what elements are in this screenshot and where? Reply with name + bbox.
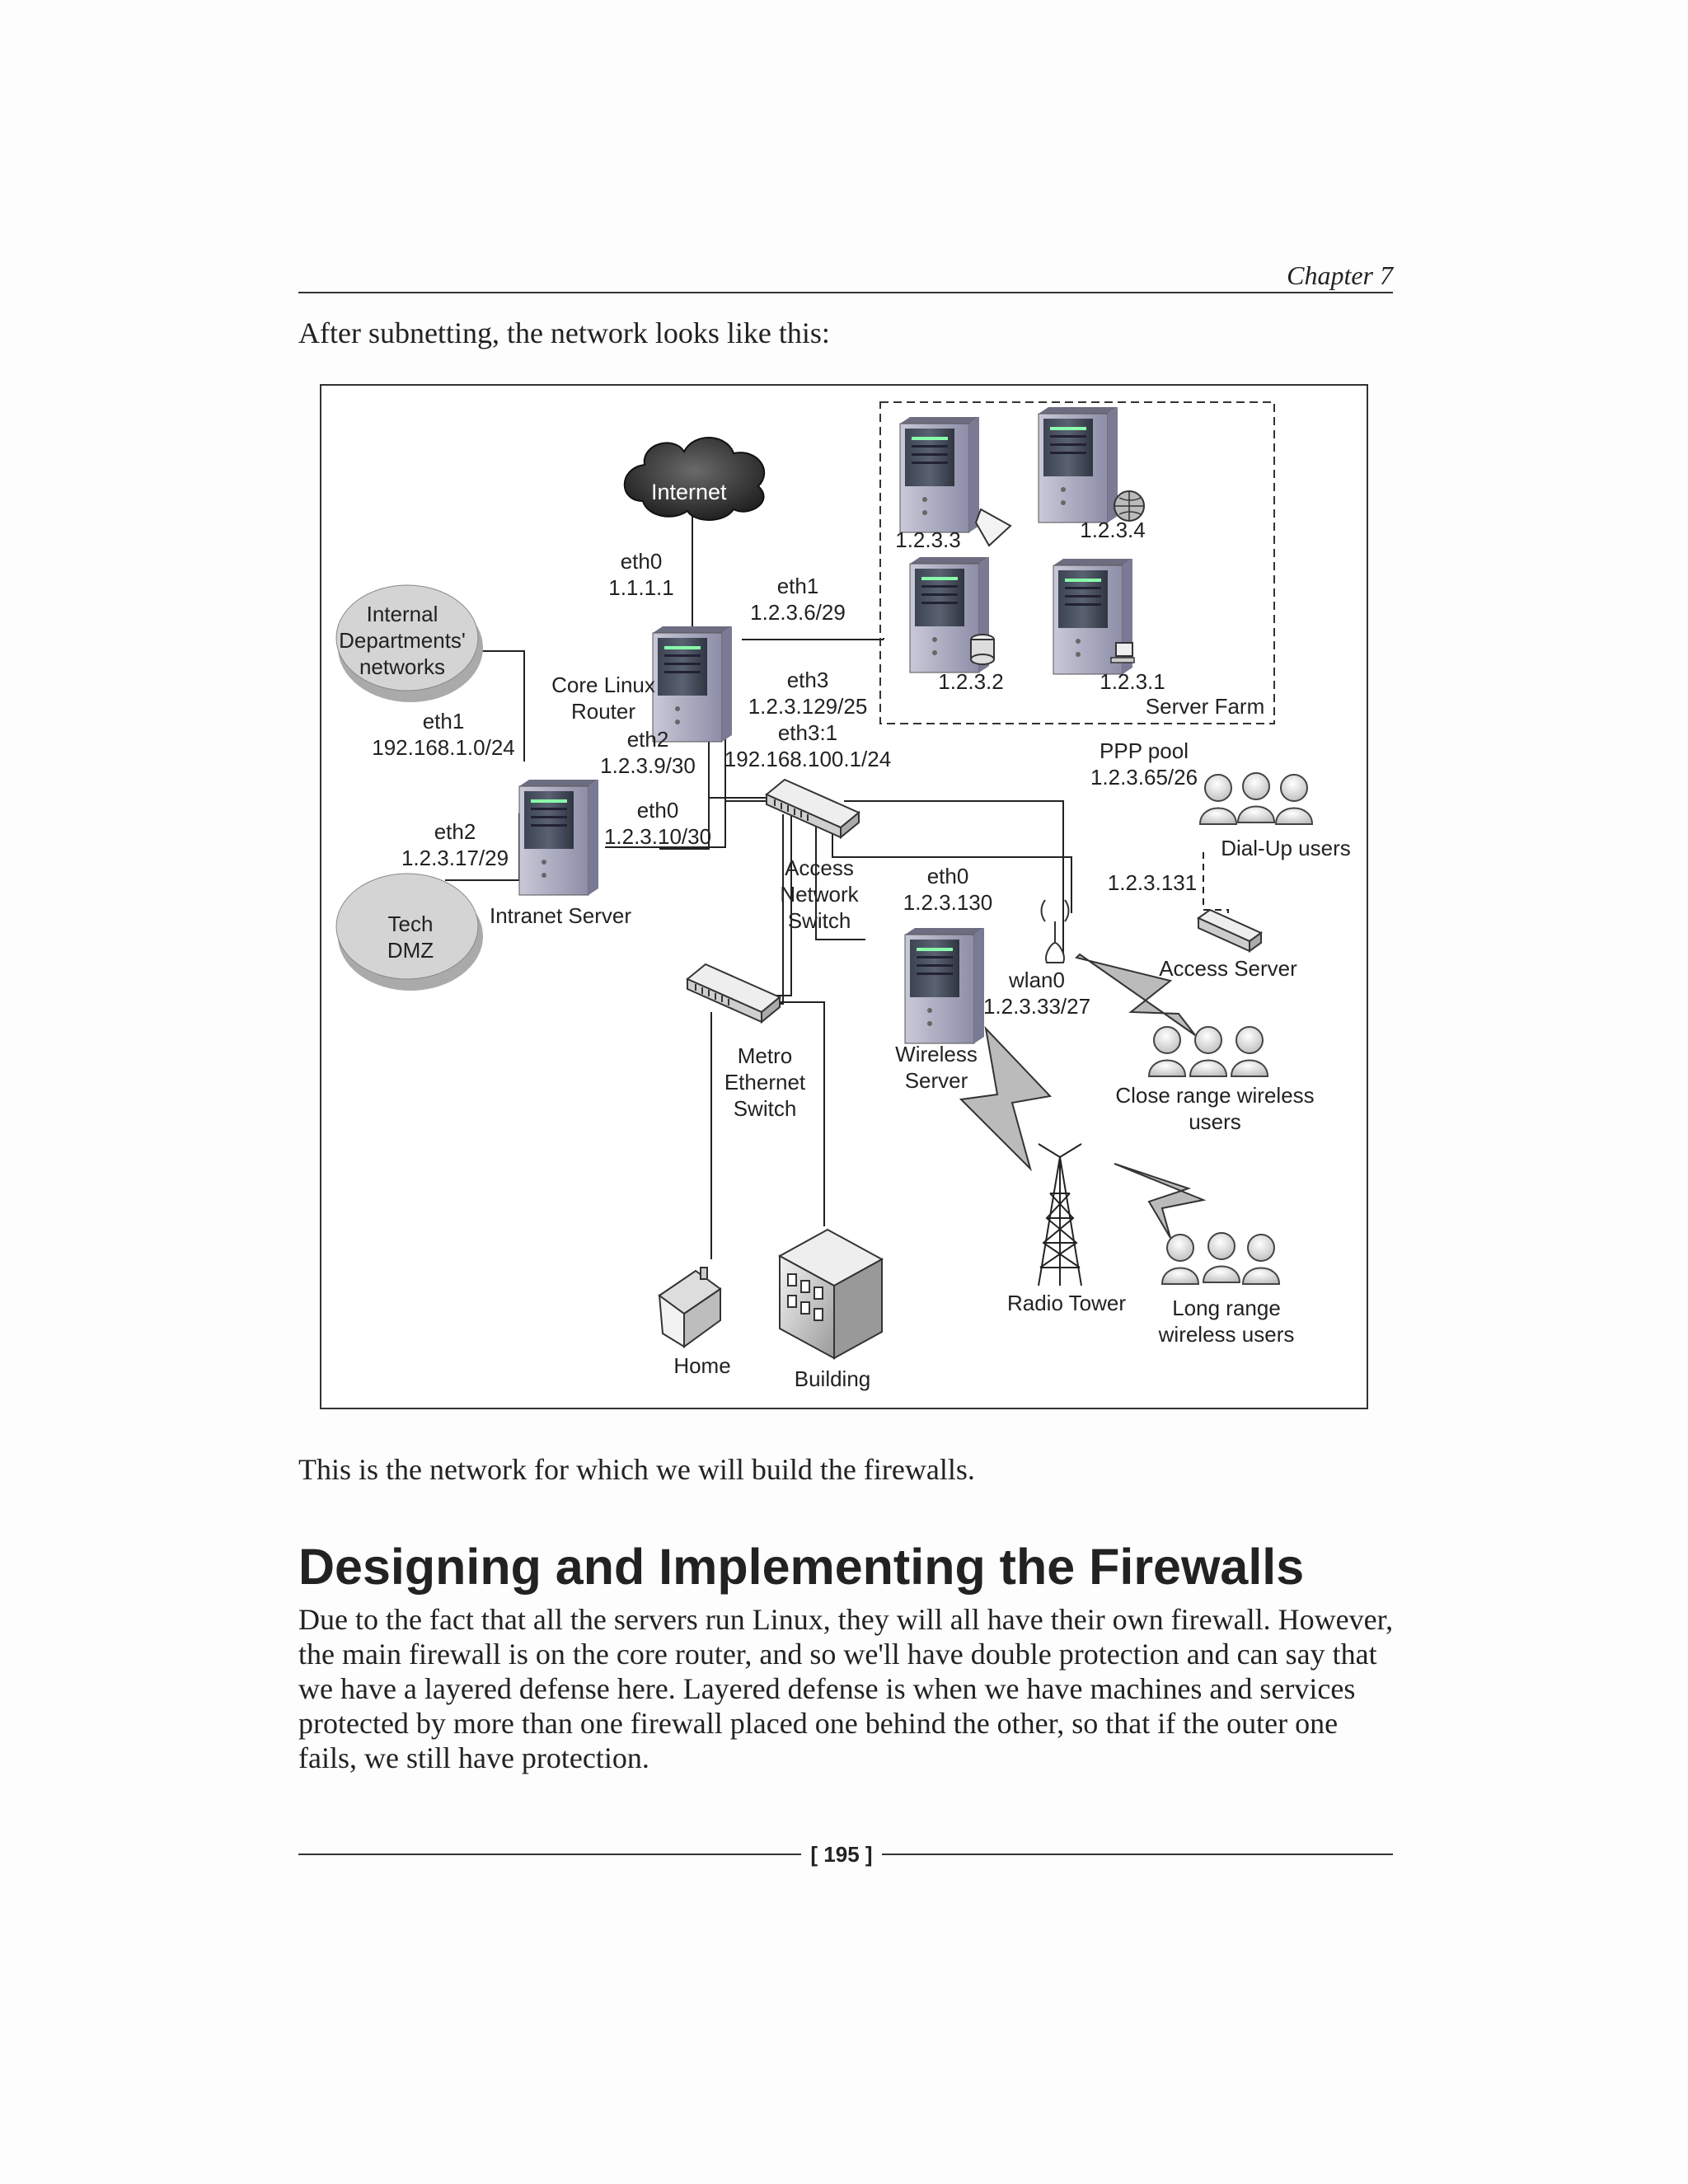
close-user-icon [1189,1026,1227,1077]
eth3-label: eth3 [787,668,829,692]
access-server-ip: 1.2.3.131 [1108,870,1197,895]
internal-dept-label: Internal [367,602,438,626]
eth1-intranet-label: eth1 [423,709,465,733]
section-heading: Designing and Implementing the Firewalls [298,1539,1305,1595]
server-1-ip: 1.2.3.3 [895,527,961,552]
eth0-intranet-ip: 1.2.3.10/30 [604,824,711,849]
server-2-icon [1038,406,1118,523]
globe-icon [1114,490,1145,522]
metro-switch-icon [687,963,781,1023]
home-icon [658,1267,722,1348]
access-switch-icon [766,779,860,838]
page-number: [ 195 ] [810,1842,873,1867]
radio-tower-icon [1038,1143,1082,1286]
building-label: Building [795,1366,871,1391]
access-server-icon [1197,908,1263,953]
close-users-label: Close range wireless [1115,1083,1314,1108]
antenna-icon [1040,899,1070,963]
access-switch-label: Access [785,855,854,880]
eth0-core-label: eth0 [621,549,663,574]
eth1-core-label: eth1 [777,574,819,598]
server-4-ip: 1.2.3.1 [1100,669,1165,694]
building-icon [777,1228,884,1360]
long-users-label: wireless users [1158,1322,1295,1347]
close-users-label: users [1189,1109,1241,1134]
internet-label: Internet [651,480,727,504]
eth3-ip: 1.2.3.129/25 [748,694,868,719]
tech-dmz-disk [335,873,483,991]
page-footer: [ 195 ] [298,1838,1393,1871]
eth0-intranet-label: eth0 [637,798,679,823]
outro-paragraph: This is the network for which we will bu… [298,1453,975,1486]
long-user-icon [1161,1234,1199,1285]
eth3-1-ip: 192.168.100.1/24 [724,747,891,771]
wireless-link-long-icon [1114,1163,1207,1239]
body-paragraph: Due to the fact that all the servers run… [298,1603,1394,1774]
dialup-user-icon [1199,774,1237,825]
mail-icon [974,508,1012,547]
wireless-server-icon [904,927,985,1044]
home-label: Home [673,1353,730,1378]
server-3-ip: 1.2.3.2 [938,669,1004,694]
long-users-label: Long range [1172,1296,1281,1320]
metro-switch-label: Ethernet [724,1070,806,1094]
dialup-users-label: Dial-Up users [1221,836,1351,860]
internal-dept-label: networks [359,654,445,679]
eth0-core-ip: 1.1.1.1 [608,575,674,600]
wireless-link-tower-icon [959,1025,1053,1172]
core-router-label: Router [571,699,635,724]
ppp-pool-label: PPP pool [1100,738,1189,763]
wireless-server-label: Server [905,1068,968,1093]
workstation-icon [1110,642,1135,663]
eth0-wireless-label: eth0 [927,864,969,888]
internal-departments-disk [335,584,483,702]
server-farm-label: Server Farm [1146,694,1264,719]
long-user-icon [1242,1234,1280,1285]
tech-dmz-label: DMZ [387,938,434,963]
metro-switch-label: Metro [738,1043,792,1068]
intro-paragraph: After subnetting, the network looks like… [298,316,830,349]
close-user-icon [1231,1026,1268,1077]
eth2-core-label: eth2 [627,727,669,752]
wireless-server-label: Wireless [895,1042,978,1066]
intranet-server-icon [518,779,599,896]
radio-tower-label: Radio Tower [1007,1291,1126,1315]
footer-rule-left [298,1854,801,1855]
eth1-intranet-ip: 192.168.1.0/24 [372,735,515,760]
access-server-label: Access Server [1159,956,1297,981]
wireless-link-close-icon [1075,953,1196,1036]
wlan0-label: wlan0 [1008,968,1065,992]
network-diagram: Internet Internal Departments' networks … [320,384,1368,1409]
dialup-user-icon [1237,772,1275,823]
dialup-user-icon [1275,774,1313,825]
metro-switch-label: Switch [734,1096,797,1121]
wlan0-ip: 1.2.3.33/27 [983,994,1090,1019]
tech-dmz-label: Tech [388,912,434,936]
eth3-1-label: eth3:1 [778,720,837,745]
internal-dept-label: Departments' [339,628,466,653]
footer-rule-right [882,1854,1393,1855]
chapter-header: Chapter 7 [1287,260,1393,290]
intranet-server-label: Intranet Server [490,903,631,928]
eth2-intranet-ip: 1.2.3.17/29 [401,846,509,870]
long-user-icon [1203,1232,1240,1283]
access-switch-label: Switch [788,908,851,933]
server-1-icon [899,416,980,533]
close-user-icon [1148,1026,1186,1077]
eth2-core-ip: 1.2.3.9/30 [600,753,696,778]
core-router-icon [652,626,733,743]
core-router-label: Core Linux [551,673,655,697]
eth0-wireless-ip: 1.2.3.130 [903,890,992,915]
internet-cloud-icon [623,437,766,521]
header-rule [298,292,1393,293]
eth2-intranet-label: eth2 [434,819,476,844]
server-2-ip: 1.2.3.4 [1080,518,1146,542]
eth1-core-ip: 1.2.3.6/29 [750,600,846,625]
access-switch-label: Network [780,882,859,907]
database-icon [970,634,995,665]
ppp-pool-ip: 1.2.3.65/26 [1090,765,1198,790]
